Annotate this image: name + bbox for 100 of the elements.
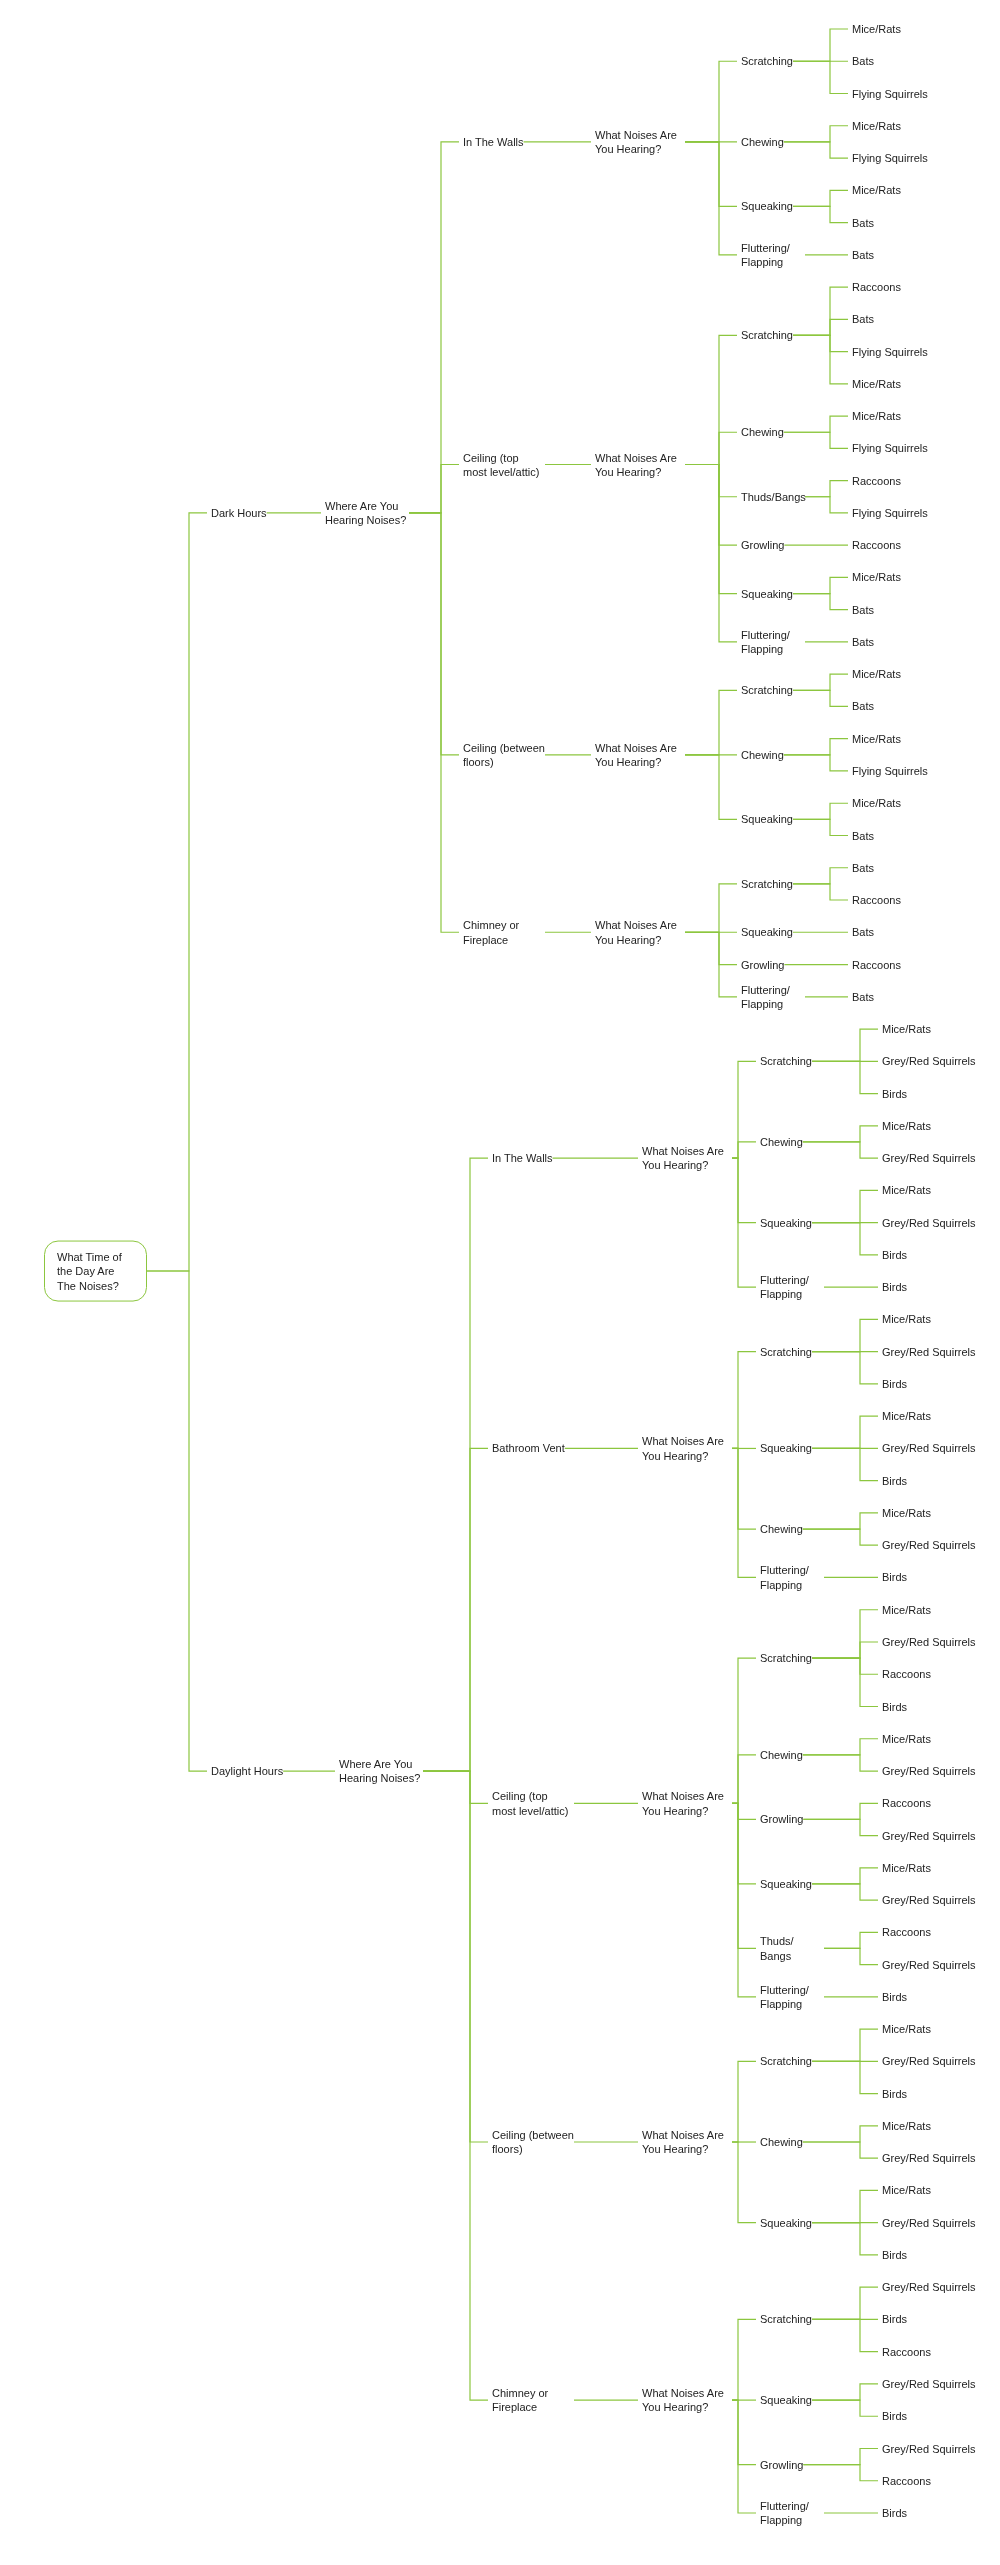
answer-label: Grey/Red Squirrels bbox=[882, 2280, 976, 2295]
answer-label: Flying Squirrels bbox=[852, 344, 928, 359]
answer-label: Raccoons bbox=[882, 2344, 931, 2359]
answer-label: Grey/Red Squirrels bbox=[882, 1634, 976, 1650]
branch-label: Fluttering/ Flapping bbox=[760, 1563, 824, 1592]
branch-label: Chimney or Fireplace bbox=[463, 917, 545, 947]
start-box: What Time of the Day Are The Noises? bbox=[44, 1240, 147, 1302]
answer-label: Mice/Rats bbox=[882, 1731, 931, 1746]
branch-label: What Noises Are You Hearing? bbox=[642, 1143, 732, 1173]
branch-label: Chewing bbox=[760, 1134, 803, 1150]
connector-line bbox=[731, 1157, 757, 1288]
connector-line bbox=[823, 1576, 879, 1579]
branch-label: Squeaking bbox=[760, 1441, 812, 1456]
branch-label: What Noises Are You Hearing? bbox=[595, 740, 685, 770]
branch-label: Fluttering/ Flapping bbox=[741, 240, 805, 270]
answer-label: Raccoons bbox=[882, 1796, 931, 1811]
connector-line bbox=[792, 60, 849, 95]
answer-label: Bats bbox=[852, 925, 874, 940]
connector-line bbox=[792, 818, 849, 837]
connector-line bbox=[802, 1141, 879, 1159]
connector-line bbox=[804, 254, 849, 256]
connector-line bbox=[783, 754, 849, 772]
branch-label: Ceiling (between floors) bbox=[492, 2127, 574, 2157]
answer-label: Flying Squirrels bbox=[852, 150, 928, 166]
connector-line bbox=[802, 2141, 879, 2159]
branch-label: Scratching bbox=[760, 2312, 812, 2327]
branch-label: What Noises Are You Hearing? bbox=[642, 2127, 732, 2157]
connector-line bbox=[802, 1528, 879, 1546]
branch-label: What Noises Are You Hearing? bbox=[642, 2385, 732, 2415]
branch-label: Growling bbox=[741, 957, 785, 972]
branch-label: What Noises Are You Hearing? bbox=[642, 1789, 732, 1818]
answer-label: Bats bbox=[852, 860, 874, 875]
branch-label: Scratching bbox=[760, 1054, 812, 1069]
answer-label: Mice/Rats bbox=[852, 667, 901, 682]
branch-label: Squeaking bbox=[741, 199, 793, 214]
connector-line bbox=[544, 754, 592, 756]
answer-label: Raccoons bbox=[852, 538, 901, 553]
answer-label: Grey/Red Squirrels bbox=[882, 1538, 976, 1553]
answer-label: Mice/Rats bbox=[882, 1505, 931, 1521]
answer-label: Raccoons bbox=[882, 2473, 931, 2488]
connector-line bbox=[802, 1818, 879, 1837]
branch-label: Where Are You Hearing Noises? bbox=[339, 1756, 423, 1786]
answer-label: Raccoons bbox=[882, 1925, 931, 1940]
branch-label: Chimney or Fireplace bbox=[492, 2385, 574, 2415]
answer-label: Grey/Red Squirrels bbox=[882, 1344, 976, 1359]
branch-label: Ceiling (top most level/attic) bbox=[492, 1789, 574, 1818]
connector-line bbox=[551, 1157, 639, 1159]
answer-label: Birds bbox=[882, 1247, 908, 1262]
branch-label: Fluttering/ Flapping bbox=[760, 1982, 824, 2012]
branch-label: Scratching bbox=[741, 54, 793, 69]
branch-label: Bathroom Vent bbox=[492, 1441, 565, 1456]
connector-line bbox=[804, 641, 849, 643]
connector-line bbox=[146, 1270, 208, 1772]
branch-label: Squeaking bbox=[760, 2215, 812, 2230]
answer-label: Mice/Rats bbox=[882, 1860, 931, 1875]
connector-line bbox=[684, 931, 738, 998]
answer-label: Raccoons bbox=[852, 957, 901, 972]
answer-label: Mice/Rats bbox=[852, 376, 901, 391]
branch-label: Thuds/ Bangs bbox=[760, 1934, 824, 1963]
answer-label: Bats bbox=[852, 247, 874, 262]
connector-line bbox=[408, 512, 460, 933]
branch-label: Chewing bbox=[760, 2134, 803, 2150]
connector-line bbox=[282, 1770, 336, 1772]
answer-label: Grey/Red Squirrels bbox=[882, 1150, 976, 1166]
branch-label: Squeaking bbox=[741, 812, 793, 827]
connector-line bbox=[811, 1060, 879, 1095]
answer-label: Grey/Red Squirrels bbox=[882, 1828, 976, 1843]
branch-label: Dark Hours bbox=[211, 505, 267, 521]
branch-label: Scratching bbox=[760, 1344, 812, 1359]
answer-label: Birds bbox=[882, 1086, 908, 1101]
branch-label: What Noises Are You Hearing? bbox=[595, 917, 685, 947]
answer-label: Bats bbox=[852, 54, 874, 69]
answer-label: Raccoons bbox=[852, 892, 901, 908]
connector-line bbox=[823, 2512, 879, 2514]
connector-line bbox=[811, 1447, 879, 1482]
branch-label: Growling bbox=[760, 1812, 804, 1827]
branch-label: What Noises Are You Hearing? bbox=[642, 1434, 732, 1463]
connector-line bbox=[573, 1802, 639, 1804]
answer-label: Grey/Red Squirrels bbox=[882, 1892, 976, 1908]
answer-label: Birds bbox=[882, 1473, 908, 1488]
answer-label: Bats bbox=[852, 989, 874, 1004]
connector-line bbox=[573, 2141, 639, 2143]
connector-line bbox=[684, 754, 738, 820]
connector-line bbox=[811, 2222, 879, 2256]
answer-label: Birds bbox=[882, 1989, 908, 2004]
answer-label: Bats bbox=[852, 699, 874, 714]
answer-label: Mice/Rats bbox=[882, 1409, 931, 1424]
answer-label: Birds bbox=[882, 1280, 908, 1295]
connector-line bbox=[823, 1947, 879, 1966]
connector-line bbox=[811, 1351, 879, 1385]
branch-label: In The Walls bbox=[463, 134, 524, 150]
connector-line bbox=[823, 1996, 879, 1998]
connector-line bbox=[811, 2060, 879, 2095]
connector-line bbox=[811, 2399, 879, 2417]
connector-line bbox=[544, 463, 592, 466]
answer-label: Mice/Rats bbox=[882, 1118, 931, 1133]
branch-label: Scratching bbox=[760, 2054, 812, 2069]
connector-line bbox=[792, 205, 849, 224]
answer-label: Bats bbox=[852, 312, 874, 327]
answer-label: Birds bbox=[882, 2409, 908, 2424]
